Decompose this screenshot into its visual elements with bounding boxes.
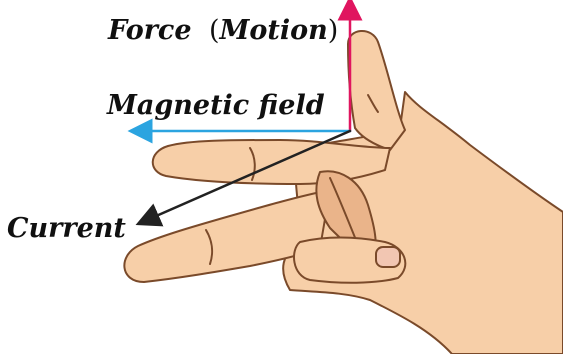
force-label-motion: Motion: [219, 15, 328, 46]
current-label: Current: [7, 213, 126, 244]
thumb: [348, 31, 405, 150]
index-finger: [153, 140, 390, 184]
force-label-prefix: Force: [107, 15, 192, 46]
fingernail: [376, 247, 400, 267]
magnetic-field-label: Magnetic field: [106, 90, 325, 121]
force-label: Force (Motion): [107, 15, 338, 46]
force-label-close-paren: ): [328, 15, 339, 46]
hand-illustration: [124, 31, 563, 354]
force-label-open-paren: (: [209, 15, 220, 46]
